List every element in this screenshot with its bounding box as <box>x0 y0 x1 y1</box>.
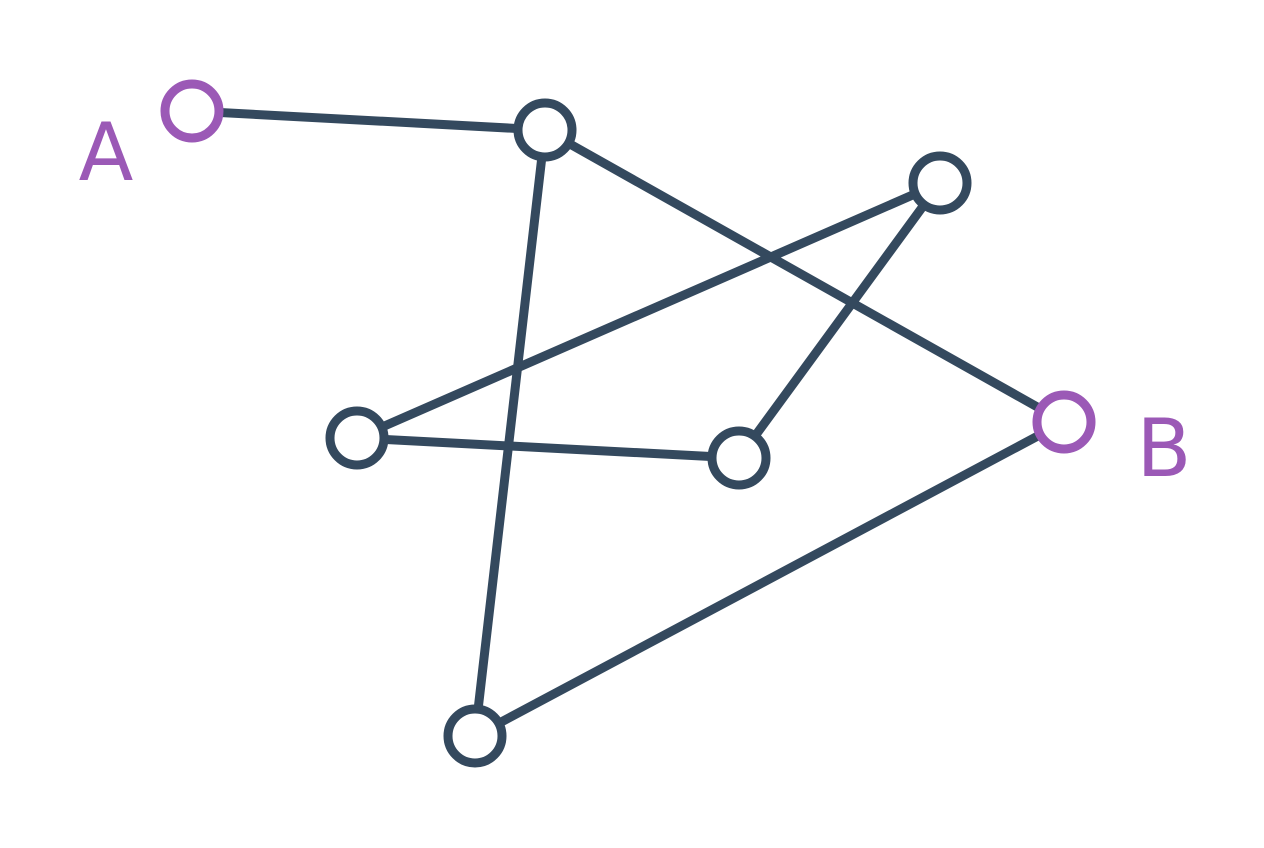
node-n3 <box>325 406 389 470</box>
node-n5 <box>443 704 507 768</box>
node-label-A: A <box>79 106 134 199</box>
edge-A-n1 <box>187 106 550 135</box>
labels-layer: AB <box>79 106 1192 495</box>
nodes-layer <box>160 79 1096 768</box>
edges-layer <box>187 106 1069 741</box>
edge-n1-B <box>540 125 1069 427</box>
edge-n3-n4 <box>352 433 744 463</box>
node-n1 <box>513 98 577 162</box>
node-A <box>160 79 224 143</box>
edge-n2-n3 <box>352 178 945 443</box>
node-n4 <box>707 426 771 490</box>
edge-n2-n4 <box>734 178 945 463</box>
node-label-B: B <box>1137 402 1192 495</box>
edge-n1-n5 <box>470 125 550 741</box>
edge-B-n5 <box>470 417 1069 741</box>
node-n2 <box>908 151 972 215</box>
node-B <box>1032 390 1096 454</box>
